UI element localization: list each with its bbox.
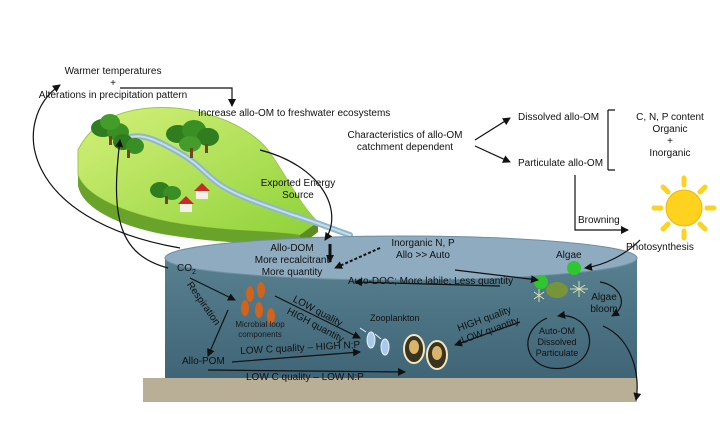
daphnia-icon [403, 334, 448, 370]
auto-doc-label: Auto-DOC; More labile; Less quantity [348, 276, 514, 287]
algae-cell-icon [534, 275, 548, 289]
photosynthesis-label: Photosynthesis [626, 242, 694, 253]
co2-to-climate-arrow [32, 84, 181, 249]
increase-allo-om-label: Increase allo-OM to freshwater ecosystem… [198, 108, 391, 119]
algae-bloom-arrow [599, 281, 622, 317]
algae-cell-icon [567, 261, 581, 275]
dissolved-allo-om-label: Dissolved allo-OM [518, 112, 600, 123]
sun-icon [651, 175, 717, 241]
cnp-content-label: C, N, P content Organic + Inorganic [636, 112, 704, 159]
algae-label: Algae [556, 250, 582, 261]
zooplankton-label: Zooplankton [370, 313, 420, 323]
exported-energy-arrow [259, 149, 333, 241]
to-dissolved-arrow [474, 117, 511, 141]
lake-sediment [143, 378, 637, 402]
inorganic-np-label: Inorganic N, P Allo >> Auto [391, 238, 455, 261]
microbial-to-zooplankton-arrow [274, 295, 361, 339]
inorganic-to-algae-arrow [454, 269, 539, 284]
browning-arrow [574, 175, 629, 234]
algae-to-zooplankton-arrow [454, 321, 521, 347]
lake-surface [164, 235, 638, 281]
bacteria-icon [241, 282, 275, 324]
lake [143, 235, 638, 402]
diatom-icon [533, 281, 588, 302]
auto-om-label: Auto-OM Dissolved Particulate [535, 326, 579, 358]
algae-colony-icon [546, 282, 568, 298]
exported-energy-label: Exported Energy Source [260, 178, 336, 201]
microbial-loop-label: Microbial loop components [235, 320, 285, 339]
pom-to-daphnia-arrow [207, 367, 406, 376]
pom-to-zooplankton-arrow [231, 348, 361, 363]
auto-om-cycle-arrow [527, 310, 591, 370]
allo-pom-label: Allo-POM [182, 356, 225, 367]
tree-icon [166, 120, 219, 158]
tree-icon [150, 182, 181, 204]
lake-body [165, 258, 637, 378]
house-icon [178, 196, 194, 212]
particulate-allo-om-label: Particulate allo-OM [518, 158, 604, 169]
co2-label: CO2 [177, 263, 196, 276]
algae-bloom-label: Algae bloom [590, 292, 618, 315]
characteristics-label: Characteristics of allo-OM catchment dep… [347, 130, 463, 153]
low-c-low-np-label: LOW C quality – LOW N:P [246, 372, 364, 383]
photosynthesis-arrow [584, 239, 641, 271]
house-icon [194, 183, 210, 199]
catchment-land [77, 107, 353, 246]
climate-to-increase-arrow [120, 87, 236, 107]
to-particulate-arrow [474, 145, 511, 163]
climate-drivers-label: Warmer temperatures + Alterations in pre… [38, 66, 188, 101]
respiration-arrow [207, 309, 229, 357]
allo-dom-label: Allo-DOM More recalcitrant More quantity [254, 243, 330, 278]
zooplankton-icon [359, 327, 390, 356]
browning-label: Browning [578, 215, 620, 226]
inorganic-dashed-arrow [334, 247, 381, 269]
